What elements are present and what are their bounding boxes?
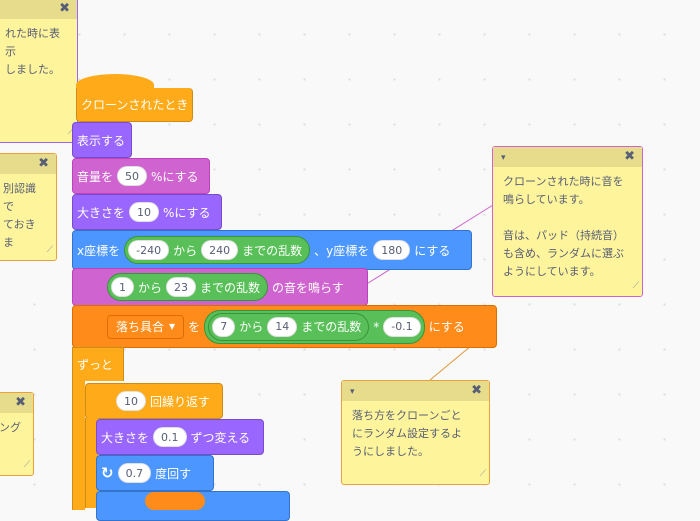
turn-degrees-input[interactable]: 0.7: [117, 463, 152, 483]
multiplier-input[interactable]: -0.1: [383, 316, 421, 337]
random-from-input[interactable]: -240: [128, 240, 170, 260]
turn-block[interactable]: ↻ 0.7 度回す: [96, 455, 214, 491]
close-icon[interactable]: ✖: [624, 149, 635, 164]
comment-text: クローンされた時に音を 鳴らしています。 音は、パッド（持続音） も含め、ランダ…: [503, 175, 624, 278]
block-label: を: [188, 320, 201, 334]
block-label: までの乱数: [200, 280, 261, 295]
resize-icon[interactable]: ⟋: [479, 469, 486, 479]
y-input[interactable]: 180: [373, 240, 411, 260]
resize-icon[interactable]: ⟋: [67, 127, 74, 137]
reporter-partial[interactable]: [145, 492, 205, 510]
block-label: にする: [428, 320, 465, 334]
change-size-block[interactable]: 大きさを 0.1 ずつ変える: [96, 419, 264, 455]
close-icon[interactable]: ✖: [59, 1, 70, 16]
comment-clone-id[interactable]: ✖ 別認識で ておきま ⟋: [0, 153, 57, 261]
block-label: クローンされたとき: [81, 98, 189, 112]
random-operator[interactable]: 7 から 14 までの乱数: [208, 312, 370, 341]
close-icon[interactable]: ✖: [471, 383, 482, 398]
comment-text: れた時に表示 しました。: [5, 27, 60, 76]
show-block[interactable]: 表示する: [72, 122, 132, 158]
change-size-input[interactable]: 0.1: [153, 427, 187, 447]
repeat-block-arm: [85, 418, 98, 508]
comment-sound[interactable]: ▾ ✖ クローンされた時に音を 鳴らしています。 音は、パッド（持続音） も含め…: [492, 146, 643, 297]
collapse-icon[interactable]: ▾: [501, 153, 506, 163]
comment-text: ング: [0, 421, 21, 434]
block-label: の音を鳴らす: [272, 280, 344, 295]
set-variable-block[interactable]: 落ち具合 ▼ を 7 から 14 までの乱数 * -0.1 にする: [72, 305, 497, 348]
block-label: から: [173, 243, 198, 258]
size-input[interactable]: 10: [129, 202, 160, 222]
random-to-input[interactable]: 14: [267, 316, 298, 337]
resize-icon[interactable]: ⟋: [23, 460, 30, 470]
block-label: 音量を: [77, 169, 114, 184]
block-label: x座標を: [77, 243, 121, 258]
set-size-block[interactable]: 大きさを 10 %にする: [72, 194, 222, 230]
random-to-input[interactable]: 240: [201, 240, 239, 260]
block-label: から: [138, 280, 163, 295]
close-icon[interactable]: ✖: [38, 156, 49, 171]
variable-name: 落ち具合: [116, 320, 165, 334]
random-operator[interactable]: -240 から 240 までの乱数: [124, 236, 311, 264]
repeat-block[interactable]: 10 回繰り返す: [85, 383, 223, 419]
when-cloned-hat-block[interactable]: クローンされたとき: [76, 88, 193, 122]
comment-fall[interactable]: ▾ ✖ 落ち方をクローンごと にランダム設定するよ うにしました。 ⟋: [341, 380, 490, 485]
goto-xy-block[interactable]: x座標を -240 から 240 までの乱数 、y座標を 180 にする: [72, 230, 472, 270]
comment-text: 落ち方をクローンごと にランダム設定するよ うにしました。: [352, 409, 462, 458]
motion-block-partial[interactable]: [96, 491, 290, 521]
block-label: にする: [414, 243, 451, 258]
forever-block-arm: [72, 380, 85, 510]
close-icon[interactable]: ✖: [15, 395, 26, 410]
block-label: 回繰り返す: [150, 394, 211, 409]
comment-text: 別認識で ておきま: [3, 182, 36, 249]
comment-left-bottom[interactable]: ✖ ング ⟋: [0, 392, 34, 476]
resize-icon[interactable]: ⟋: [46, 245, 53, 255]
block-label: までの乱数: [301, 320, 362, 334]
random-from-input[interactable]: 1: [111, 277, 134, 297]
volume-input[interactable]: 50: [117, 166, 148, 186]
repeat-count-input[interactable]: 10: [116, 391, 146, 411]
block-label: までの乱数: [242, 243, 303, 258]
variable-dropdown[interactable]: 落ち具合 ▼: [107, 314, 185, 339]
rotate-right-icon: ↻: [101, 464, 114, 482]
random-from-input[interactable]: 7: [212, 316, 236, 337]
block-label: 表示する: [77, 133, 126, 148]
block-label: 大きさを: [101, 430, 150, 445]
operator-symbol: *: [373, 319, 380, 334]
random-operator[interactable]: 1 から 23 までの乱数: [107, 273, 269, 301]
block-label: %にする: [163, 205, 211, 220]
comment-show[interactable]: ✖ れた時に表示 しました。 ⟋: [0, 0, 78, 143]
block-label: 大きさを: [77, 205, 126, 220]
block-label: ずっと: [77, 358, 114, 372]
resize-icon[interactable]: ⟋: [632, 281, 639, 291]
block-label: 度回す: [155, 466, 192, 481]
block-label: から: [239, 320, 264, 334]
block-label: ずつ変える: [190, 430, 251, 445]
dropdown-arrow-icon: ▼: [169, 322, 176, 331]
multiply-operator[interactable]: 7 から 14 までの乱数 * -0.1: [204, 309, 425, 344]
block-label: %にする: [151, 169, 199, 184]
forever-block[interactable]: ずっと: [72, 347, 124, 381]
collapse-icon[interactable]: ▾: [350, 387, 355, 397]
play-sound-block[interactable]: 1 から 23 までの乱数 の音を鳴らす: [72, 268, 368, 306]
set-volume-block[interactable]: 音量を 50 %にする: [72, 158, 210, 194]
random-to-input[interactable]: 23: [166, 277, 197, 297]
block-label: 、y座標を: [314, 243, 370, 258]
